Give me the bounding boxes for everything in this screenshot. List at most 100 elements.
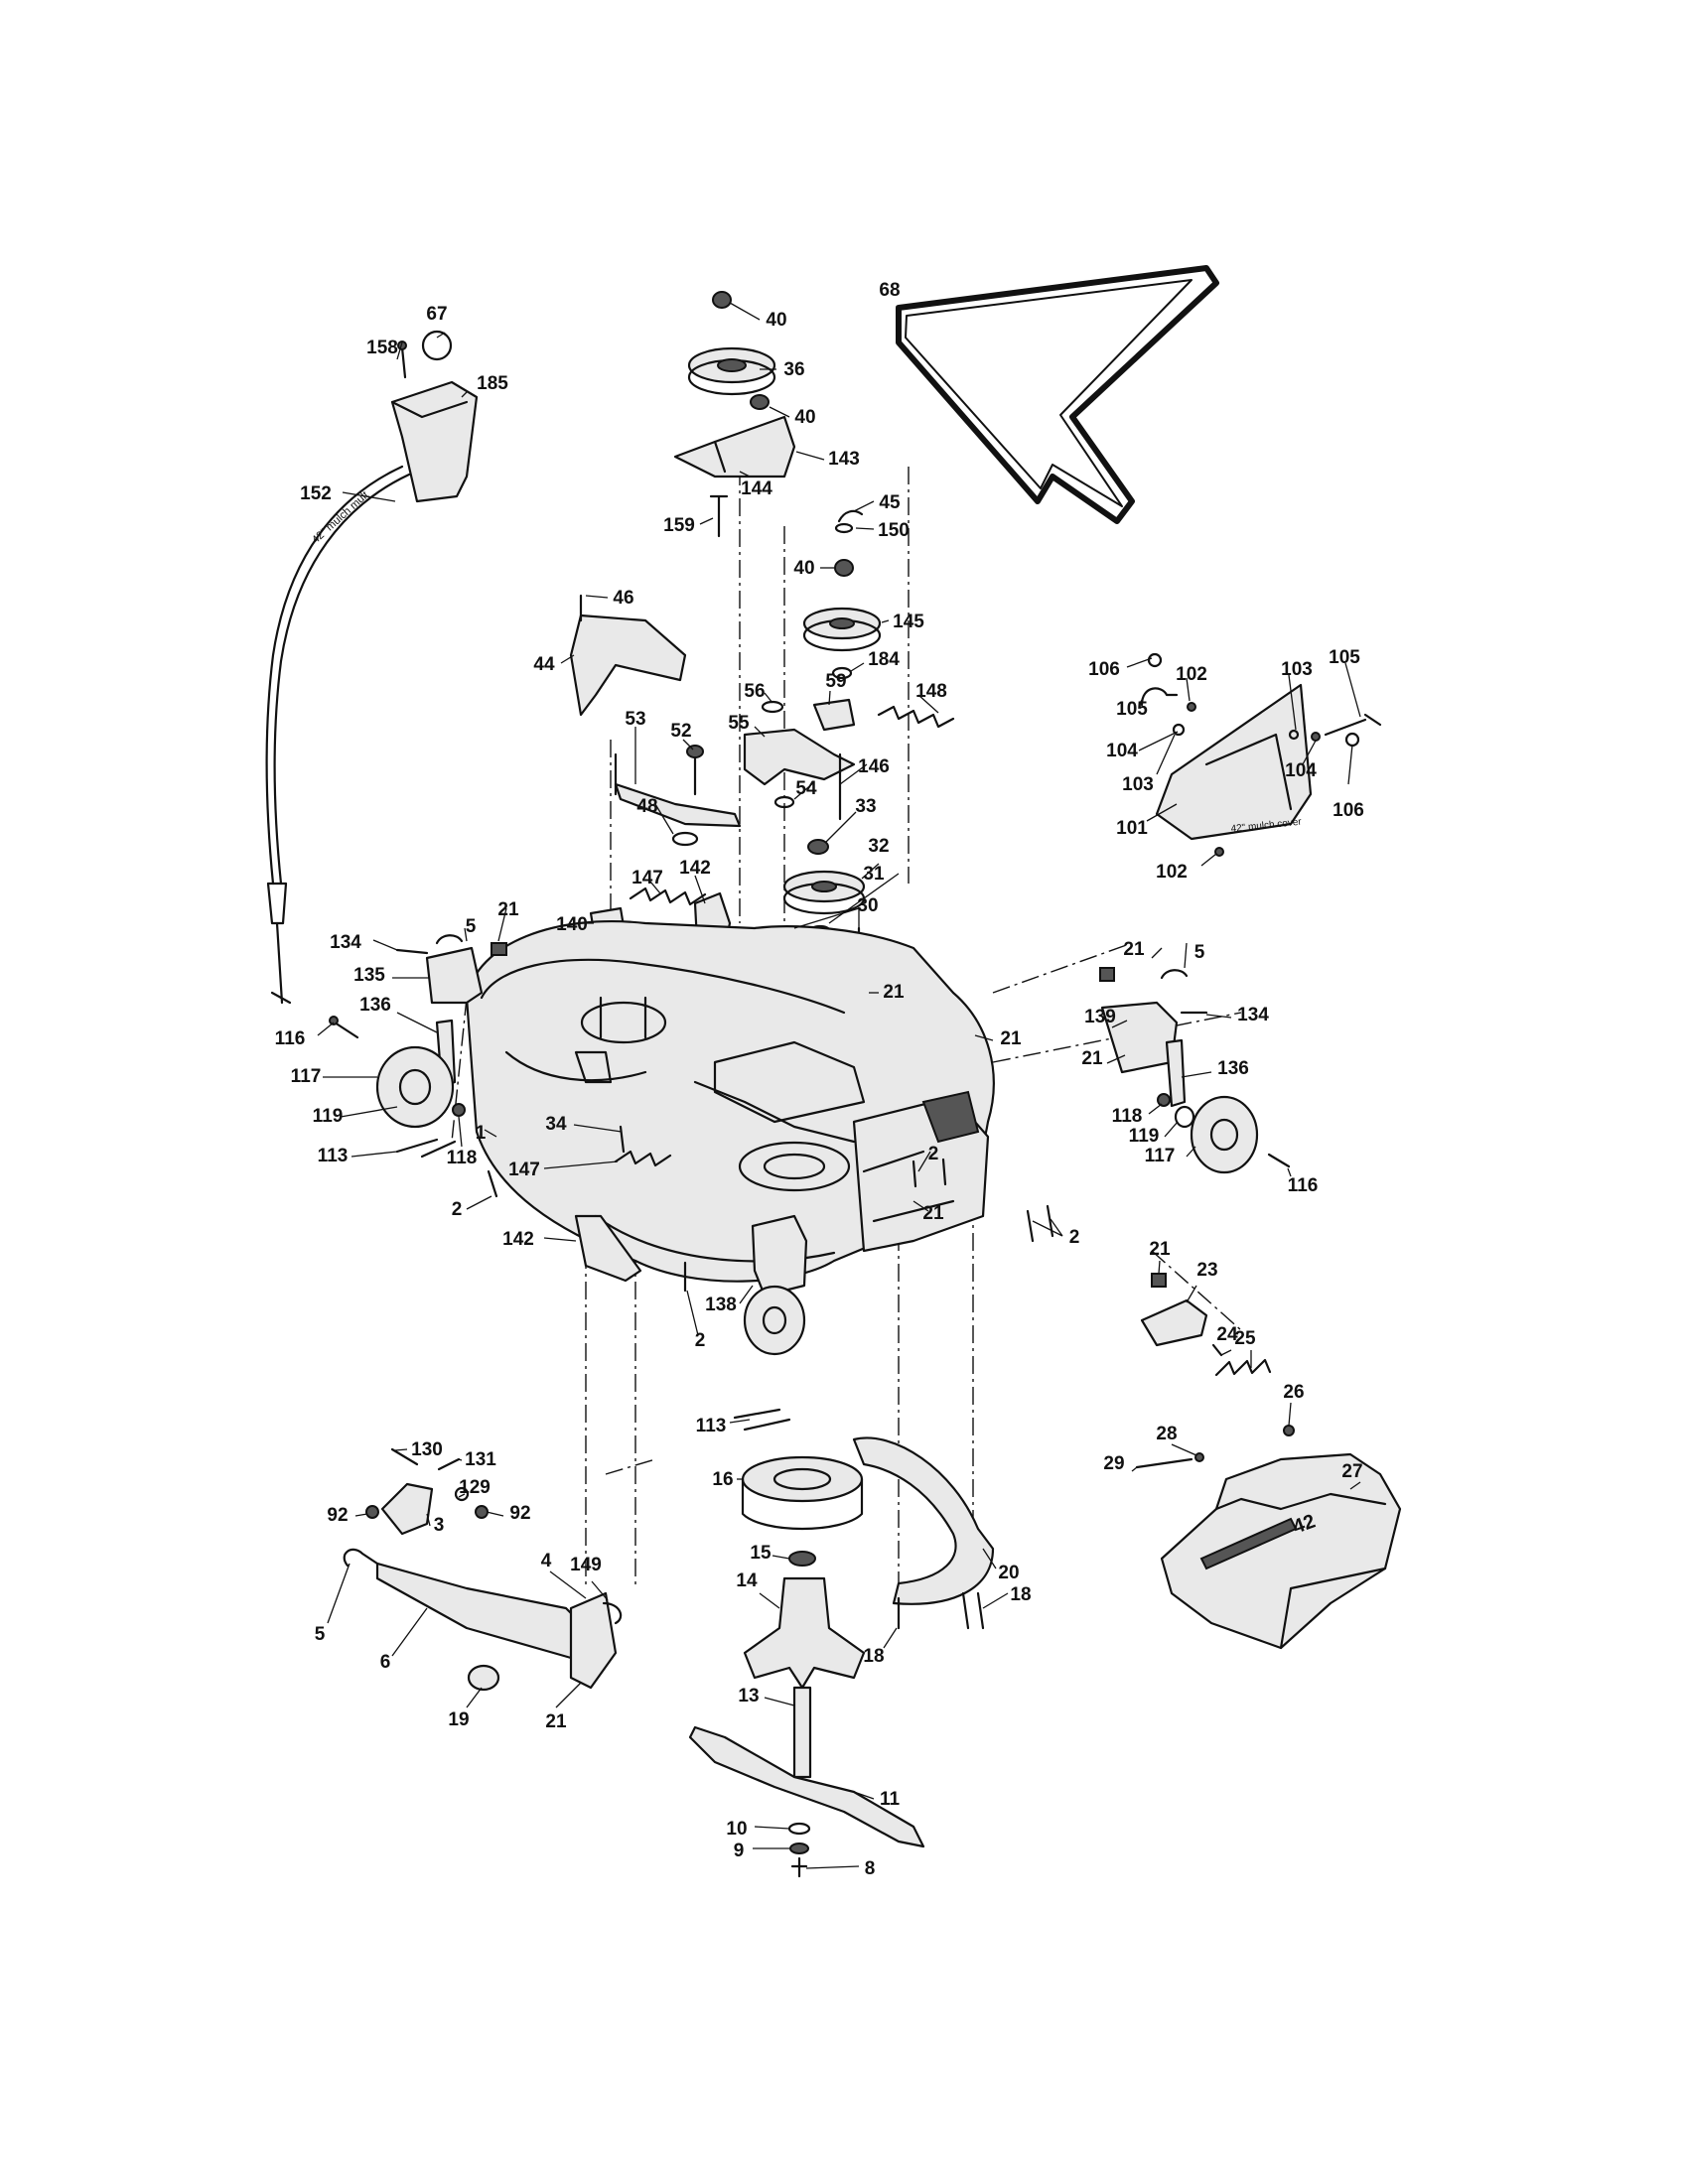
lever-53	[614, 782, 742, 828]
callout-label: 20	[998, 1563, 1019, 1583]
callout-label: 16	[712, 1469, 733, 1490]
callout-label: 103	[1122, 774, 1154, 795]
bolt-28	[1194, 1452, 1204, 1462]
callout-label: 56	[744, 681, 765, 702]
pin-5-right	[1160, 969, 1189, 980]
callout-label: 59	[825, 671, 846, 692]
callout-label: 4	[541, 1551, 552, 1571]
callout-label: 44	[533, 654, 555, 675]
bracket-143	[673, 415, 796, 478]
leader-lines	[317, 302, 1361, 1869]
callout-label: 146	[858, 756, 890, 777]
nut-40-low	[834, 559, 854, 577]
bolt-130	[390, 1447, 419, 1466]
bolt-134-left	[395, 948, 429, 955]
callout-label: 21	[1000, 1028, 1022, 1049]
callout-label: 9	[734, 1841, 745, 1861]
pin-45	[837, 509, 864, 523]
callout-label: 21	[883, 982, 905, 1003]
bolt-2-left	[487, 1169, 498, 1198]
deck-plate	[713, 1040, 866, 1124]
spring-147-lower	[614, 1150, 672, 1167]
callout-label: 5	[466, 916, 477, 937]
callout-label: 139	[1084, 1007, 1116, 1027]
callout-label: 36	[783, 359, 804, 380]
callout-label: 140	[556, 914, 588, 935]
callout-label: 119	[1129, 1126, 1160, 1147]
callout-label: 117	[1145, 1146, 1176, 1166]
washer-48	[671, 831, 699, 847]
bolt-113-left	[395, 1138, 457, 1159]
shaft-13	[792, 1686, 812, 1779]
callout-label: 48	[636, 796, 657, 817]
callout-label: 130	[411, 1439, 443, 1460]
callout-label: 21	[1149, 1239, 1171, 1260]
callout-label: 104	[1106, 741, 1138, 761]
callout-label: 67	[426, 304, 447, 325]
arm-55	[743, 728, 856, 786]
pin-105-left	[1140, 687, 1179, 707]
callout-label: 142	[502, 1229, 534, 1250]
bolt-8	[790, 1856, 808, 1878]
callout-label: 21	[1123, 939, 1145, 960]
callout-label: 106	[1088, 659, 1120, 680]
cable-bracket-assembly: 42" mulch mult	[265, 330, 479, 1005]
callout-label: 119	[313, 1106, 344, 1127]
callout-label: 10	[726, 1819, 747, 1840]
callout-label: 40	[794, 407, 815, 428]
nut-21-right	[1099, 967, 1115, 982]
right-wheel-assembly	[1099, 967, 1291, 1174]
bolts-18	[897, 1591, 985, 1630]
wheel-117-right	[1190, 1095, 1259, 1174]
callout-label: 11	[880, 1789, 901, 1810]
callout-label: 184	[868, 649, 900, 670]
callout-label: 28	[1156, 1424, 1177, 1444]
bolts-2-center	[912, 1158, 947, 1188]
callout-label: 19	[448, 1709, 469, 1730]
callout-label: 105	[1329, 647, 1360, 668]
callout-label: 2	[928, 1144, 939, 1164]
callout-label: 18	[863, 1646, 884, 1667]
rod-29	[1135, 1457, 1193, 1469]
lift-linkage-assembly	[343, 1447, 623, 1692]
bolt-26	[1283, 1425, 1295, 1436]
callout-label: 104	[1285, 760, 1317, 781]
baffle-20	[852, 1436, 995, 1605]
callout-label: 31	[863, 864, 885, 885]
callout-label: 136	[359, 995, 391, 1016]
callout-label: 106	[1333, 800, 1364, 821]
callout-label: 148	[915, 681, 947, 702]
mower-deck-1	[465, 919, 995, 1283]
callout-label: 40	[793, 558, 814, 579]
callout-label: 134	[1237, 1005, 1269, 1025]
callout-label: 149	[570, 1555, 602, 1575]
bearing-15	[788, 1551, 816, 1567]
deck-spindle-left	[580, 1001, 667, 1044]
washer-129	[454, 1486, 470, 1502]
screw-158	[400, 345, 407, 379]
bolt-131	[437, 1457, 461, 1471]
callout-label: 185	[477, 373, 508, 394]
washer-119-right	[1174, 1105, 1195, 1129]
callout-label: 34	[545, 1114, 567, 1135]
callout-label: 117	[291, 1066, 322, 1087]
callout-label: 46	[613, 588, 633, 609]
callout-label: 15	[750, 1543, 772, 1564]
bolt-116-right	[1267, 1153, 1291, 1168]
callout-label: 113	[318, 1146, 349, 1166]
front-wheel	[743, 1285, 806, 1356]
callout-label: 150	[878, 520, 910, 541]
bracket-135	[425, 946, 484, 1005]
bolt-34	[619, 1125, 626, 1154]
callout-label: 14	[736, 1570, 758, 1591]
washer-106-left	[1147, 652, 1163, 668]
spring-148	[877, 705, 955, 729]
pin-5-lower	[343, 1548, 379, 1568]
callout-label: 24	[1216, 1324, 1238, 1345]
washer-56	[761, 700, 784, 714]
washer-103-right	[1288, 729, 1300, 741]
callout-label: 142	[679, 858, 711, 879]
callout-label: 2	[695, 1330, 706, 1351]
washer-150	[834, 522, 854, 534]
